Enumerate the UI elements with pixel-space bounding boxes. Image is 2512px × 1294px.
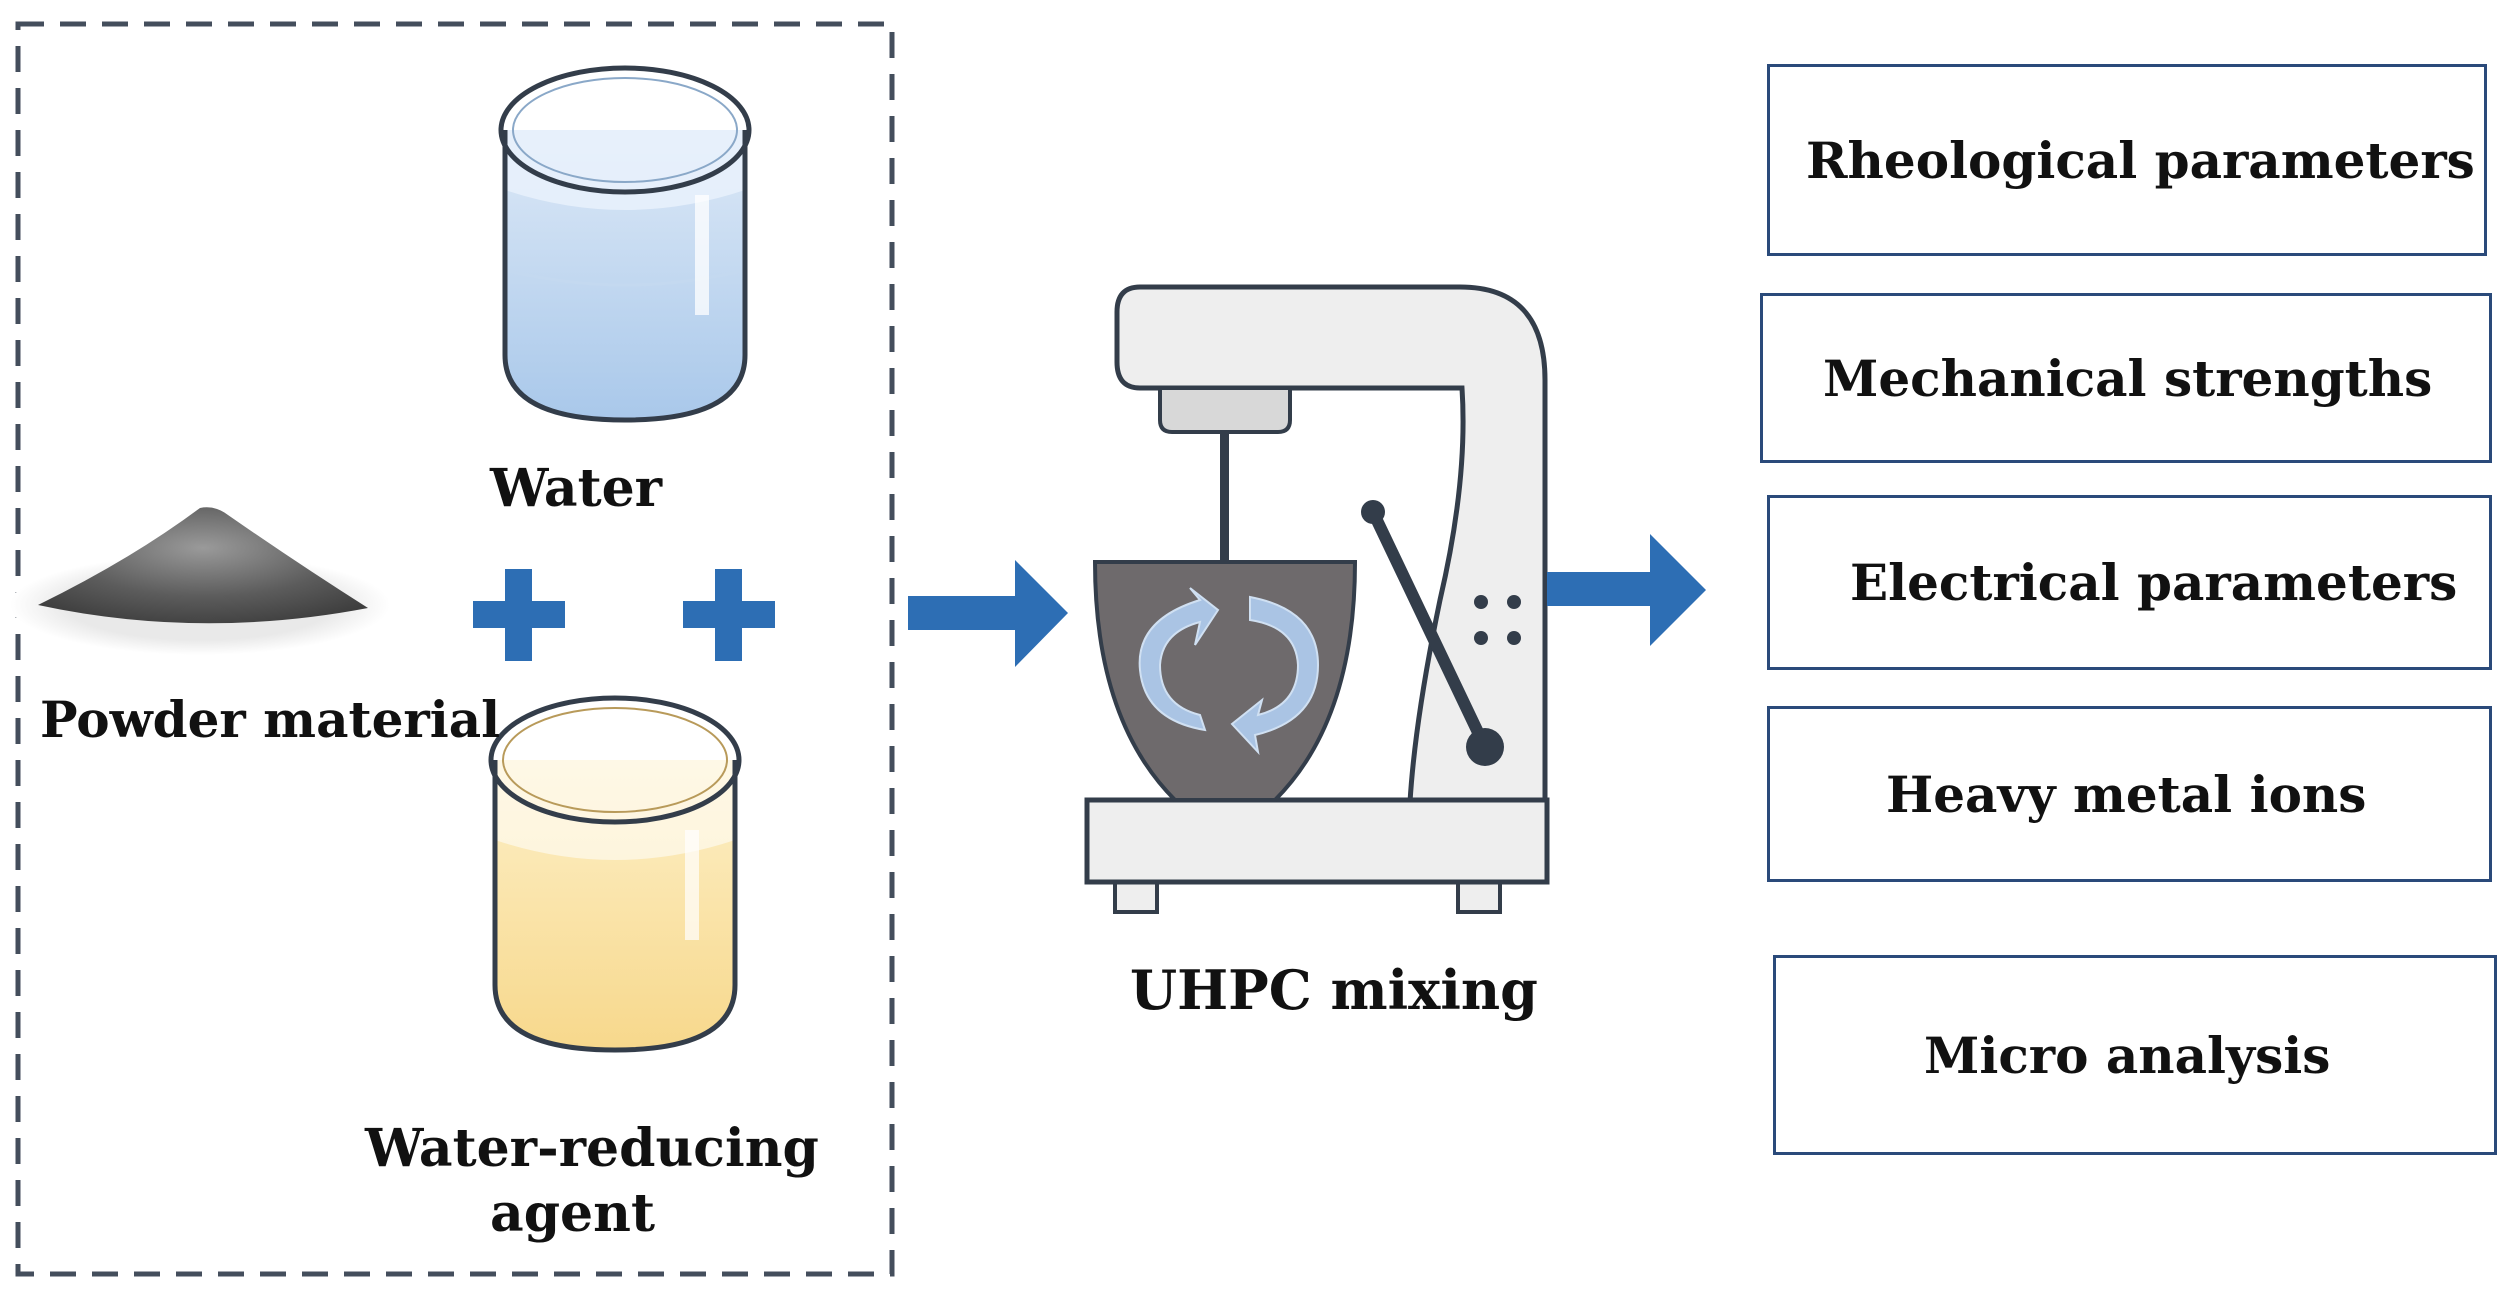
plus-icon [473, 569, 565, 661]
output-box-electrical-parameters: Electrical parameters [1767, 495, 2492, 670]
output-box-heavy-metal-ions: Heavy metal ions [1767, 706, 2492, 882]
output-box-mechanical-strengths: Mechanical strengths [1760, 293, 2492, 463]
powder-pile-icon [10, 507, 390, 655]
uhpc-mixing-label: UHPC mixing [1130, 958, 1538, 1022]
output-box-rheological-parameters: Rheological parameters [1767, 64, 2487, 256]
water-reducing-agent-label-line1: Water-reducing [365, 1118, 819, 1179]
plus-icon [683, 569, 775, 661]
rotation-arrows-icon [1138, 587, 1320, 756]
arrow-right-icon [1547, 534, 1706, 646]
output-label: Mechanical strengths [1823, 348, 2433, 408]
output-label: Rheological parameters [1806, 130, 2475, 190]
beaker-water-icon [498, 65, 752, 423]
stand-mixer-icon [1084, 284, 1550, 914]
output-label: Micro analysis [1924, 1025, 2331, 1085]
beaker-agent-icon [488, 695, 742, 1053]
water-label: Water [490, 458, 663, 519]
output-box-micro-analysis: Micro analysis [1773, 955, 2497, 1155]
arrow-right-icon [908, 560, 1068, 667]
output-label: Electrical parameters [1850, 553, 2458, 612]
powder-material-label: Powder material [40, 690, 501, 749]
water-reducing-agent-label-line2: agent [490, 1183, 655, 1244]
inputs-dashed-border [15, 21, 895, 1277]
output-label: Heavy metal ions [1886, 764, 2367, 824]
